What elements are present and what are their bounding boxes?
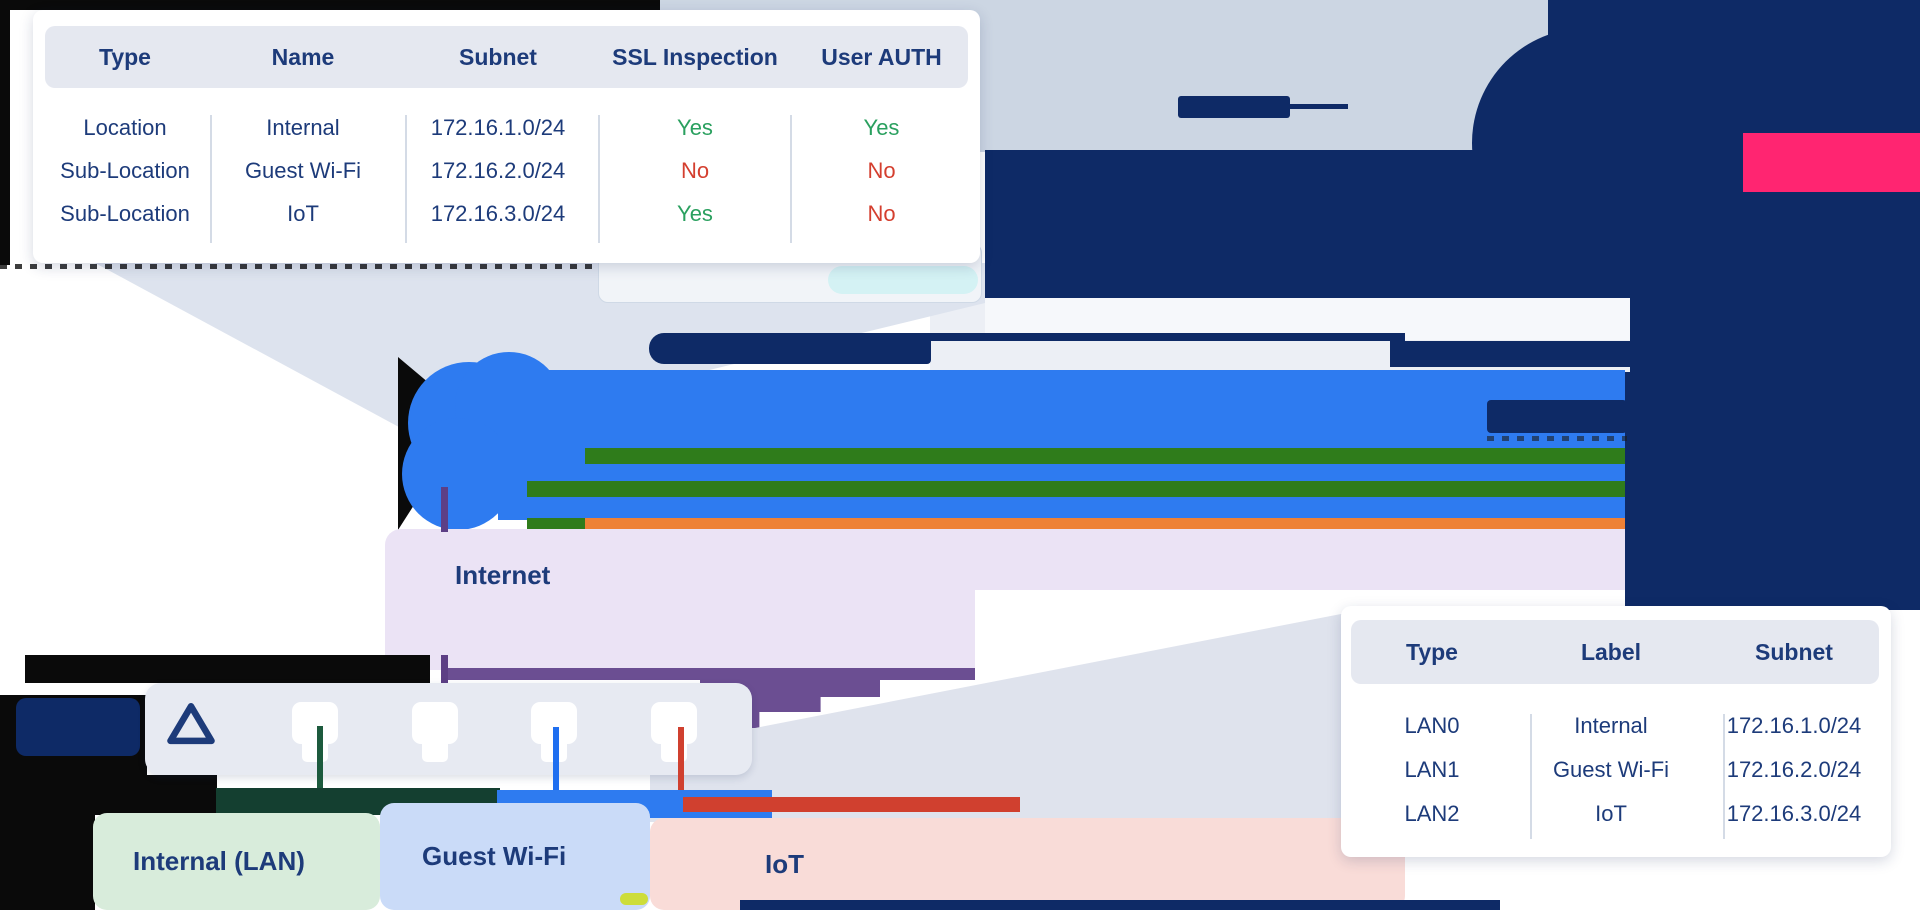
policy-cell-name: IoT [287,200,319,226]
lan-port-3 [651,702,697,744]
policy-cell-name: Guest Wi-Fi [244,157,362,183]
policy-table-header: Type Name Subnet SSL Inspection User AUT… [45,26,968,88]
policy-cell-name: Internal [266,114,340,140]
glitch-dotted-line [0,264,980,269]
glitch-dotted-line-blue-band [1487,436,1627,441]
zone-iot: IoT [650,818,1405,910]
zone-internal-lan: Internal (LAN) [93,813,380,910]
glitch-navy-text-smear-blue-band [1487,400,1627,433]
glitch-navy-band-right [1390,341,1630,367]
wan-port-tab [422,742,448,762]
policy-cell-ssl: No [680,157,710,183]
lan-divider-2 [1723,714,1725,839]
lan-divider-1 [1530,714,1532,839]
internet-cloud-dark-column [1625,300,1920,610]
lan-cell-subnet: 172.16.2.0/24 [1726,757,1862,782]
zone-internal-lan-label: Internal (LAN) [133,846,305,876]
lan-cell-subnet: 172.16.3.0/24 [1726,801,1862,826]
zone-guest-wifi: Guest Wi-Fi [380,803,650,910]
lan-port-1-tab [302,742,328,762]
policy-table-card: Type Name Subnet SSL Inspection User AUT… [33,10,980,263]
internet-box [385,529,655,617]
lan-header-subnet: Subnet [1755,638,1833,665]
lan-cell-type: LAN2 [1404,801,1460,826]
policy-cell-ssl: Yes [677,114,713,140]
glitch-navy-line-top [1288,104,1348,109]
policy-cell-type: Location [83,114,167,140]
lan-table-card: Type Label Subnet LAN0 Internal 172.16.1… [1341,606,1891,857]
glitch-black-bar-above-device [25,655,430,683]
policy-divider-2 [405,115,407,243]
wan-cable-upper [441,487,448,532]
glitch-black-top-strip [0,0,660,10]
cable-blue [553,727,559,813]
wan-port [412,702,458,744]
policy-cell-subnet: 172.16.1.0/24 [430,114,566,140]
internet-cloud-blue-lobe3 [402,418,514,530]
policy-header-ssl: SSL Inspection [612,43,778,70]
table-row: LAN0 Internal 172.16.1.0/24 [1351,704,1879,748]
lan-port-1 [292,702,338,744]
glitch-navy-band [985,150,1625,302]
policy-header-type: Type [99,43,151,70]
glitch-gateway-text-smear [649,333,931,364]
table-row: Location Internal 172.16.1.0/24 Yes Yes [45,106,968,149]
glitch-pink-stripe [1743,133,1920,192]
glitch-yellow-blob [620,893,648,905]
glitch-navy-line-mid [925,333,1405,341]
firewall-device [145,683,752,775]
glitch-cyan-smear [828,266,978,294]
policy-cell-type: Sub-Location [60,200,190,226]
policy-cell-type: Sub-Location [60,157,190,183]
policy-cell-auth: No [867,200,896,226]
policy-divider-1 [210,115,212,243]
glitch-black-left-strip [0,0,10,265]
glitch-navy-bottom-strip [740,900,1500,910]
policy-cell-subnet: 172.16.3.0/24 [430,200,566,226]
table-row: LAN2 IoT 172.16.3.0/24 [1351,792,1879,836]
policy-header-name: Name [271,43,335,70]
glitch-red-smear [683,797,1020,812]
glitch-blue-band [498,370,1625,520]
lan-header-type: Type [1406,638,1458,665]
policy-cell-ssl: Yes [677,200,713,226]
policy-cell-subnet: 172.16.2.0/24 [430,157,566,183]
glitch-black-bottom-left-3 [147,775,217,815]
cable-green [317,726,323,796]
glitch-green-stripe-1 [585,448,1625,464]
lan-cell-label: Guest Wi-Fi [1552,757,1670,782]
table-row: LAN1 Guest Wi-Fi 172.16.2.0/24 [1351,748,1879,792]
zone-guest-wifi-label: Guest Wi-Fi [422,841,567,871]
lan-table-header: Type Label Subnet [1351,620,1879,684]
policy-cell-auth: Yes [863,114,900,140]
policy-divider-4 [790,115,792,243]
lan-cell-label: IoT [1595,801,1627,826]
lan-header-label: Label [1580,638,1642,665]
glitch-purple-band [443,668,975,680]
internet-label: Internet [455,560,551,590]
lan-cell-type: LAN1 [1404,757,1460,782]
policy-header-auth: User AUTH [821,43,942,70]
glitch-navy-text-smear-top [1178,96,1290,118]
zone-iot-label: IoT [765,848,804,879]
lan-cell-label: Internal [1574,713,1648,738]
table-row: Sub-Location IoT 172.16.3.0/24 Yes No [45,192,968,235]
lan-cell-type: LAN0 [1404,713,1460,738]
table-row: Sub-Location Guest Wi-Fi 172.16.2.0/24 N… [45,149,968,192]
glitch-navy-blob-left [16,698,140,756]
policy-divider-3 [598,115,600,243]
policy-cell-auth: No [867,157,896,183]
cable-red [678,727,684,801]
glitch-green-stripe-2 [527,481,1625,497]
lan-cell-subnet: 172.16.1.0/24 [1726,713,1862,738]
policy-header-subnet: Subnet [459,43,537,70]
firewalla-triangle-logo [167,703,215,745]
